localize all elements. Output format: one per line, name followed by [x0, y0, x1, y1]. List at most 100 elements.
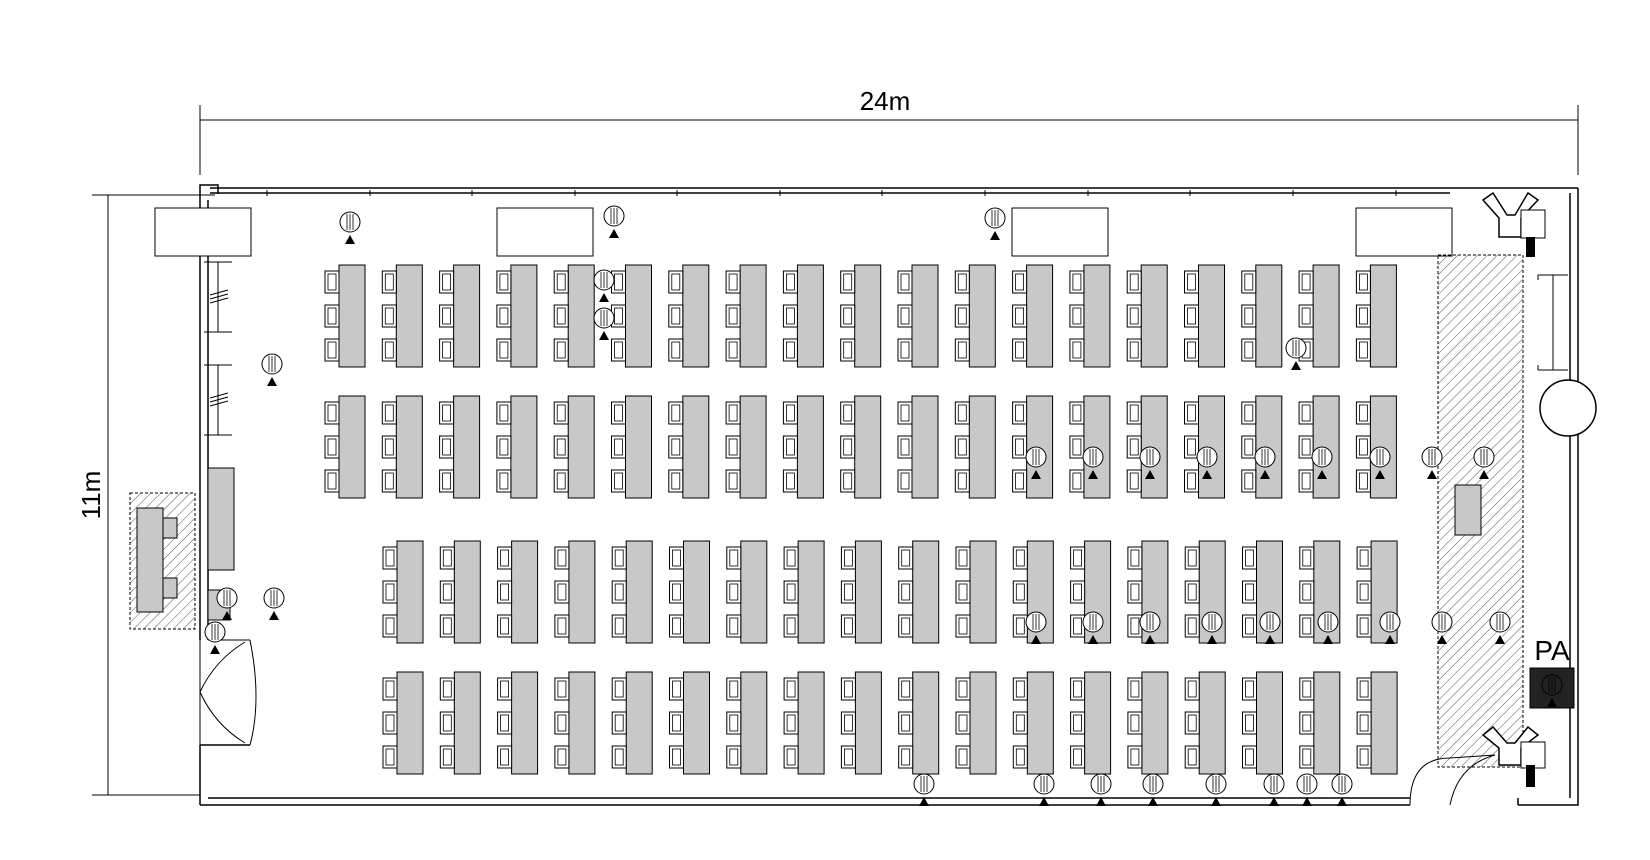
desk-icon [726, 540, 768, 644]
microphone-icon [204, 621, 226, 654]
desk-icon [1298, 264, 1340, 368]
width-label: 24m [860, 86, 911, 116]
desk-icon [1299, 671, 1341, 775]
desk-icon [381, 264, 423, 368]
window-ticks [266, 190, 1397, 196]
desk-icon [726, 671, 768, 775]
microphones [204, 205, 1563, 806]
screen-icon [207, 467, 235, 571]
desk-icon [324, 264, 366, 368]
microphone-icon [1139, 611, 1161, 644]
left-wall-shelves [204, 261, 232, 436]
desk-icon [782, 395, 824, 499]
desk-icon [1070, 671, 1112, 775]
desk-icon [782, 264, 824, 368]
desk-icon [1242, 540, 1283, 644]
microphone-icon [1254, 446, 1276, 479]
microphone-icon [1142, 773, 1164, 806]
microphone-icon [1421, 446, 1443, 479]
desk-icon [1242, 671, 1283, 775]
desk-icon [1069, 395, 1111, 499]
desk-icon [955, 671, 997, 775]
seating-desks [324, 264, 1398, 775]
right-rack [1537, 274, 1568, 371]
desk-icon [840, 395, 882, 499]
microphone-icon [1082, 446, 1104, 479]
desk-icon [497, 671, 539, 775]
desk-icon [1127, 671, 1169, 775]
desk-icon [381, 395, 423, 499]
microphone-icon [1139, 446, 1161, 479]
microphone-icon [1025, 446, 1047, 479]
desk-icon [668, 264, 710, 368]
pa-label: PA [1534, 635, 1570, 666]
podium [129, 492, 196, 630]
dimension-height: 11m [76, 194, 215, 796]
desk-icon [783, 540, 825, 644]
desk-icon [1241, 264, 1283, 368]
desk-icon [1184, 264, 1225, 368]
desk-icon [1069, 264, 1111, 368]
desk-icon [783, 671, 825, 775]
microphone-icon [1369, 446, 1391, 479]
desk-icon [1355, 264, 1397, 368]
speaker-icon [1481, 725, 1546, 787]
desk-icon [382, 671, 424, 775]
desk-icon [1184, 395, 1225, 499]
desk-icon [725, 264, 767, 368]
microphone-icon [1489, 611, 1511, 644]
microphone-icon [593, 269, 615, 302]
desk-icon [668, 395, 710, 499]
desk-icon [439, 540, 481, 644]
desk-icon [1126, 395, 1168, 499]
desk-icon [840, 540, 882, 644]
microphone-icon [1196, 446, 1218, 479]
desk-icon [954, 395, 996, 499]
desk-icon [669, 540, 710, 644]
microphone-icon [1205, 773, 1227, 806]
desk-icon [382, 540, 424, 644]
microphone-icon [1473, 446, 1495, 479]
desk-icon [553, 264, 595, 368]
height-label: 11m [76, 471, 106, 520]
microphone-icon [984, 207, 1006, 240]
desk-icon [611, 540, 653, 644]
desk-icon [897, 264, 939, 368]
microphone-icon [1090, 773, 1112, 806]
lectern [1454, 484, 1482, 536]
desk-icon [1241, 395, 1283, 499]
door-icon [1409, 754, 1496, 806]
microphone-icon [593, 307, 615, 340]
desk-icon [554, 671, 596, 775]
microphone-icon [1285, 337, 1307, 370]
microphone-icon [1082, 611, 1104, 644]
desk-icon [324, 395, 366, 499]
desk-icon [554, 540, 596, 644]
desk-icon [1356, 671, 1398, 775]
microphone-icon [603, 205, 625, 238]
speaker-icon [1481, 191, 1546, 257]
desk-icon [553, 395, 595, 499]
desk-icon [725, 395, 767, 499]
desk-icon [840, 671, 882, 775]
microphone-icon [339, 211, 361, 244]
desk-icon [439, 395, 481, 499]
microphone-icon [261, 353, 283, 386]
microphone-icon [1263, 773, 1285, 806]
desk-icon [954, 264, 996, 368]
desk-icon [1356, 540, 1398, 644]
desk-icon [1355, 395, 1397, 499]
microphone-icon [1541, 674, 1563, 707]
desk-icon [1298, 395, 1340, 499]
desk-icon [669, 671, 710, 775]
door-icon [199, 639, 257, 746]
desk-icon [439, 671, 481, 775]
microphone-icon [1259, 611, 1281, 644]
desk-icon [1012, 671, 1054, 775]
desk-icon [1012, 395, 1054, 499]
microphone-icon [1025, 611, 1047, 644]
dimension-width: 24m [199, 86, 1579, 175]
microphone-icon [1296, 773, 1318, 806]
desk-icon [611, 264, 652, 368]
